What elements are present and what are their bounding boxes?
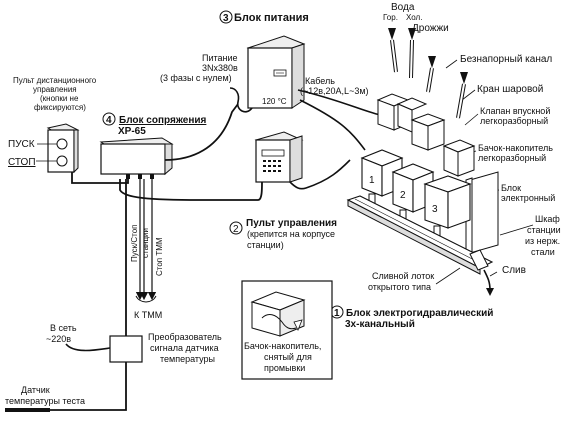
wires: [50, 103, 263, 411]
electric-block-label-line2: электронный: [501, 193, 555, 203]
cable-label-line2: (~12в,20А,L~3м): [300, 86, 369, 96]
remote-label-line2: управления: [33, 85, 77, 94]
drain-channel-label: Безнапорный канал: [460, 54, 552, 65]
start-stop-label-line2: станции: [141, 228, 150, 258]
interface-number: 4: [106, 115, 112, 126]
tray-label-line1: Сливной лоток: [372, 271, 434, 281]
electric-block-label-line1: Блок: [501, 183, 521, 193]
start-stop-label-line1: Пуск/Стоп: [130, 224, 139, 262]
to-tmm-label: К ТММ: [134, 310, 162, 320]
remote-panel: [46, 123, 80, 174]
tank-removed-line1: Бачок-накопитель,: [244, 341, 321, 351]
water-cold-label: Хол.: [406, 13, 422, 22]
channel-1-number: 1: [369, 175, 375, 186]
control-panel-label-line1: Пульт управления: [246, 218, 337, 229]
mains-cable: [65, 343, 111, 352]
power-unit: 120 °C: [246, 35, 306, 109]
main-unit-number: 1: [334, 308, 340, 319]
converter-label-line2: сигнала датчика: [150, 343, 219, 353]
inlet-valve-label-line1: Клапан впускной: [480, 106, 550, 116]
power-supply-cable: [229, 87, 253, 113]
ball-valve-label: Кран шаровой: [477, 84, 543, 95]
converter-label-line1: Преобразователь: [148, 332, 222, 342]
power-unit-title: Блок питания: [234, 12, 309, 24]
remote-label-line1: Пульт дистанционного: [13, 76, 97, 85]
electrohydraulic-block: 1 2 3: [346, 28, 499, 296]
sensor-label-line2: температуры теста: [5, 396, 85, 406]
stop-button-icon: [56, 155, 68, 167]
tank-label-line1: Бачок-накопитель: [478, 143, 553, 153]
interface-block: [99, 137, 174, 179]
cable-label-line1: Кабель: [305, 76, 335, 86]
tank-removed-line3: промывки: [264, 363, 305, 373]
yeast-label: Дрожжи: [412, 23, 449, 34]
start-button-icon: [56, 138, 68, 150]
tmm-brace: [135, 295, 157, 303]
remote-label-line4: фиксируются): [34, 103, 86, 112]
converter-label-line3: температуры: [160, 354, 215, 364]
interface-number-circle: [102, 112, 116, 126]
control-panel-label-line2: (крепится на корпусе: [247, 229, 335, 239]
start-label: ПУСК: [8, 139, 35, 150]
tank-label-line2: легкоразборный: [478, 153, 546, 163]
cabinet-label-line2: станции: [527, 225, 561, 235]
power-unit-number: 3: [223, 13, 229, 24]
drain-label: Слив: [502, 265, 526, 276]
tray-leader: [435, 267, 461, 285]
cabinet-label-line4: стали: [531, 247, 555, 257]
channel-3-number: 3: [432, 204, 438, 215]
control-panel-number: 2: [233, 224, 239, 235]
cabinet-label-line3: из нерж.: [525, 236, 560, 246]
tank-removed-inset: Бачок-накопитель, снятый для промывки: [241, 280, 333, 380]
control-panel-number-circle: [229, 221, 243, 235]
power-supply-line3: (3 фазы с нулем): [160, 73, 232, 83]
power-unit-number-circle: [219, 10, 233, 24]
interface-label-line1: Блок сопряжения: [119, 115, 207, 126]
temperature-sensor-probe: [5, 408, 50, 412]
control-panel: [254, 131, 304, 183]
temperature-converter: [109, 335, 143, 363]
main-unit-label-line2: 3х-канальный: [345, 319, 415, 330]
water-label: Вода: [391, 2, 415, 13]
panel-cable-to-block: [289, 159, 351, 190]
control-panel-label-line3: станции): [247, 240, 284, 250]
power-cable-to-tray: [299, 99, 366, 151]
remote-label-line3: (кнопки не: [40, 94, 79, 103]
interface-label-line2: ХР-65: [118, 126, 146, 137]
sensor-label-line1: Датчик: [21, 385, 50, 395]
tray-label-line2: открытого типа: [368, 282, 431, 292]
cabinet-label-line1: Шкаф: [535, 214, 560, 224]
stop-tmm-label: Стоп ТММ: [155, 237, 164, 276]
power-cable-to-block: [297, 89, 381, 116]
power-supply-line2: 3Nx380в: [202, 63, 238, 73]
power-unit-display: 120 °C: [262, 97, 287, 106]
channel-2-number: 2: [400, 190, 406, 201]
power-supply-line1: Питание: [202, 53, 238, 63]
tank-removed-line2: снятый для: [264, 352, 312, 362]
main-unit-label-line1: Блок электрогидравлический: [346, 308, 493, 319]
mains-label-line1: В сеть: [50, 323, 77, 333]
stop-label: СТОП: [8, 157, 36, 168]
inlet-valve-label-line2: легкоразборный: [480, 116, 548, 126]
mains-label-line2: ~220в: [46, 334, 71, 344]
water-hot-label: Гор.: [383, 13, 398, 22]
